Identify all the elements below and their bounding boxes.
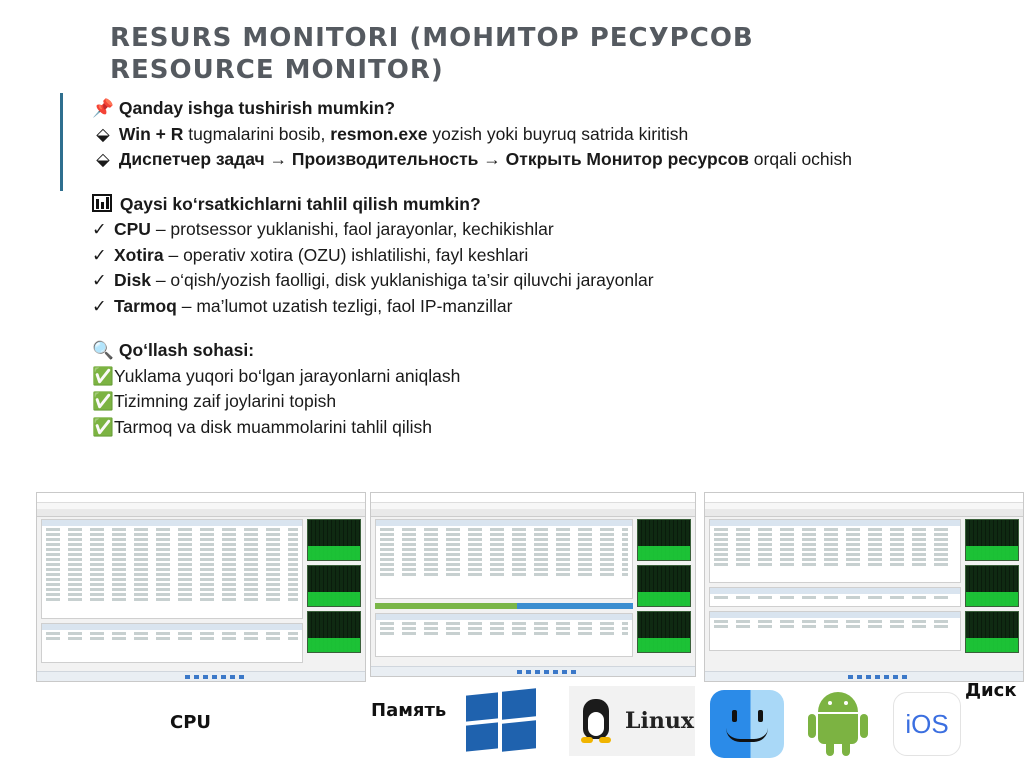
slide-title: RESURS MONITORI (МОНИТОР РЕСУРСОВ RESOUR… [110, 23, 754, 85]
use-case: ✅Tarmoq va disk muammolarini tahlil qili… [92, 415, 972, 441]
use-case: ✅Tizimning zaif joylarini topish [92, 389, 972, 415]
section-3-heading: 🔍 Qo‘llash sohasi: [92, 338, 972, 364]
windows-logo-icon [466, 688, 536, 752]
caption-disk: Диск [965, 680, 1017, 701]
metric-cpu: ✓CPU – protsessor yuklanishi, faol jaray… [92, 217, 972, 243]
section-1-heading: 📌 Qanday ishga tushirish mumkin? [92, 96, 972, 122]
use-case: ✅Yuklama yuqori bo‘lgan jarayonlarni ani… [92, 364, 972, 390]
magnifier-icon: 🔍 [92, 340, 114, 360]
accent-bar [60, 93, 63, 191]
metric-network: ✓Tarmoq – ma’lumot uzatish tezligi, faol… [92, 294, 972, 320]
linux-logo-icon: Linux [569, 686, 695, 756]
metric-disk: ✓Disk – o‘qish/yozish faolligi, disk yuk… [92, 268, 972, 294]
memory-screenshot [370, 492, 696, 677]
ios-logo-text: iOS [905, 708, 949, 739]
check-icon: ✓ [92, 219, 107, 239]
ios-logo-icon: iOS [893, 692, 961, 756]
pin-icon: 📌 [92, 98, 114, 118]
android-logo-icon [808, 688, 868, 760]
check-icon: ✓ [92, 270, 107, 290]
caption-cpu: CPU [170, 712, 212, 733]
section-2-heading: Qaysi ko‘rsatkichlarni tahlil qilish mum… [92, 192, 972, 218]
bar-chart-icon [92, 193, 112, 212]
launch-method-1: ⬙ Win + R tugmalarini bosib, resmon.exe … [92, 122, 972, 148]
check-icon: ✓ [92, 244, 107, 265]
disk-screenshot [704, 492, 1024, 682]
caption-memory: Память [371, 700, 447, 721]
cpu-screenshot [36, 492, 366, 682]
metric-memory: ✓Xotira – operativ xotira (OZU) ishlatil… [92, 243, 972, 269]
check-outline-icon: ✅ [92, 391, 114, 411]
macos-finder-icon [710, 690, 784, 758]
slide-body: 📌 Qanday ishga tushirish mumkin? ⬙ Win +… [92, 96, 972, 440]
check-icon: ✓ [92, 295, 107, 316]
check-outline-icon: ✅ [92, 416, 114, 437]
tux-penguin-icon [579, 699, 613, 743]
check-outline-icon: ✅ [92, 365, 114, 386]
diamond-bullet-icon: ⬙ [96, 123, 110, 144]
linux-logo-text: Linux [625, 708, 694, 734]
diamond-bullet-icon: ⬙ [96, 149, 110, 169]
launch-method-2: ⬙ Диспетчер задач → Производительность →… [92, 147, 972, 173]
